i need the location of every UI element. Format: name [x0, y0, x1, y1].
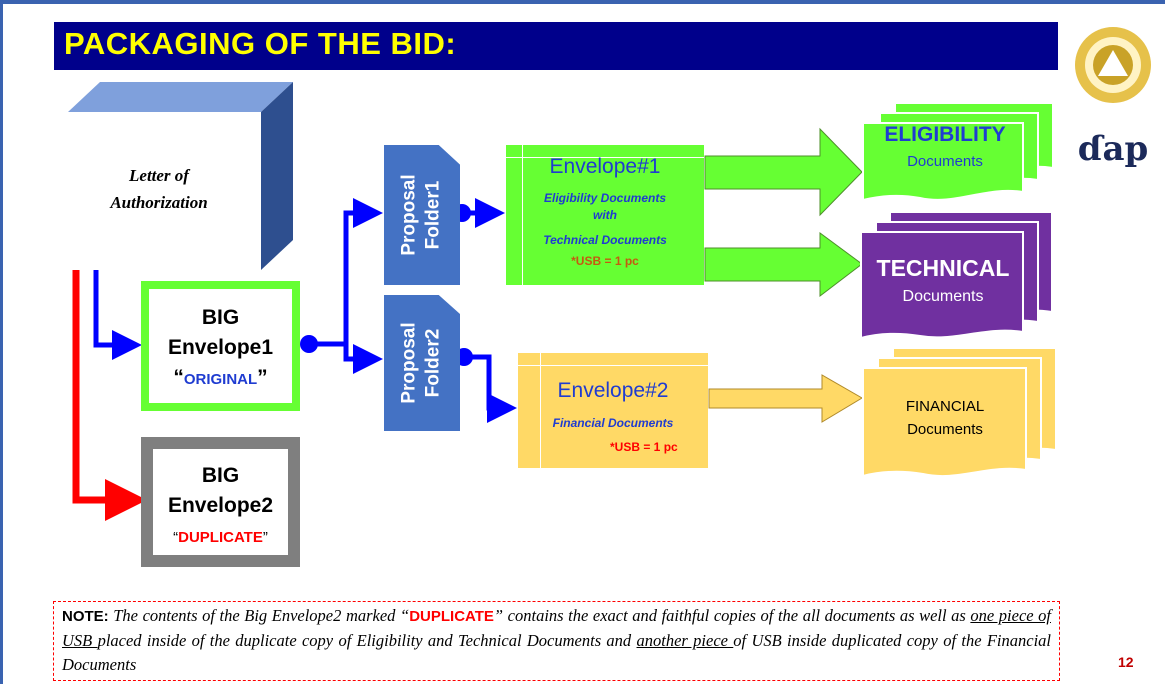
envelope1-sub1: Eligibility Documents [543, 191, 666, 205]
close-quote: ” [262, 529, 268, 546]
arrow-to-envelope2 [464, 354, 517, 423]
page-number: 12 [1118, 654, 1134, 670]
note-text-1: The contents of the Big Envelope2 marked… [108, 606, 410, 625]
financial-title: FINANCIAL [905, 398, 985, 415]
arrow-to-financial [708, 374, 863, 423]
folder1-line2: Folder1 [423, 180, 444, 250]
folder2-line2: Folder2 [423, 328, 444, 398]
letter-paper [88, 155, 232, 255]
financial-docs: FINANCIAL Documents [866, 398, 1024, 438]
big-envelope2-line1: BIG [201, 464, 240, 487]
eligibility-title: ELIGIBILITY [884, 123, 1006, 146]
envelope1: Envelope#1 Eligibility Documents with Te… [506, 145, 704, 285]
envelope2: Envelope#2 Financial Documents *USB = 1 … [518, 353, 708, 468]
envelope2-sub1: Financial Documents [552, 416, 674, 430]
financial-sub: Documents [907, 421, 983, 438]
note-duplicate: DUPLICATE [409, 608, 494, 625]
big-envelope2-line2: Envelope2 [167, 494, 274, 517]
big-envelope1-line2: Envelope1 [167, 336, 274, 359]
bid-box-title: BID BOX [124, 122, 205, 143]
arrow-to-technical [704, 232, 863, 298]
envelope2-flap-line [518, 365, 708, 366]
note-text-3: placed inside of the duplicate copy of E… [97, 631, 637, 650]
arrow-to-big-envelope2 [72, 270, 147, 521]
envelope2-title: Envelope#2 [557, 379, 669, 402]
envelope2-usb: *USB = 1 pc [610, 440, 678, 454]
logo-triangle-icon [1098, 50, 1128, 76]
envelope2-edge-line [540, 353, 541, 468]
letter-line1: Letter of [129, 166, 189, 185]
eligibility-docs: ELIGIBILITY Documents [870, 123, 1020, 170]
technical-title: TECHNICAL [876, 255, 1010, 281]
envelope1-usb: *USB = 1 pc [571, 254, 639, 268]
big-envelope1-line1: BIG [201, 306, 240, 329]
big-envelope1-text: BIG Envelope1 “ORIGINAL” [149, 303, 292, 395]
note-text-4: of USB inside duplicated copy of the Fin… [62, 631, 1051, 674]
eligibility-sub: Documents [907, 153, 983, 170]
open-quote: “ [173, 366, 184, 389]
slide-left-border [0, 0, 3, 684]
arrow-to-folder2 [343, 344, 383, 374]
note-box: NOTE: The contents of the Big Envelope2 … [53, 601, 1060, 681]
big-envelope2-text: BIG Envelope2 “DUPLICATE” [153, 461, 288, 553]
bid-box-top [68, 82, 293, 112]
close-quote: ” [257, 366, 268, 389]
note-underline-1: one piece of USB [62, 606, 1051, 650]
bid-box-side [261, 82, 293, 270]
original-tag: ORIGINAL [183, 371, 258, 388]
folder2-line1: Proposal [399, 322, 420, 404]
big-envelope2-tag-line: “DUPLICATE” [153, 521, 288, 553]
big-envelope2: BIG Envelope2 “DUPLICATE” [141, 437, 300, 567]
open-quote: “ [173, 529, 179, 546]
dap-logo: ɗap [1075, 27, 1151, 169]
envelope1-sub3: Technical Documents [543, 233, 667, 247]
eligibility-doc-front [862, 122, 1024, 202]
duplicate-tag: DUPLICATE [178, 529, 263, 546]
note-underline-2: another piece [636, 631, 734, 650]
envelope1-edge-line [522, 145, 523, 285]
big-envelope1-tag-line: “ORIGINAL” [149, 363, 292, 395]
note-head: NOTE: [62, 608, 109, 625]
envelope1-sub2: with [593, 208, 617, 222]
slide-top-border [0, 0, 1165, 4]
big-envelope1: BIG Envelope1 “ORIGINAL” [141, 281, 300, 411]
arrow-to-big-envelope1 [93, 270, 142, 360]
letter-of-authorization: Letter of Authorization [84, 162, 234, 216]
arrow-to-eligibility [704, 127, 863, 217]
financial-doc-front [862, 367, 1027, 478]
arrow-to-folder1 [309, 198, 383, 347]
envelope1-flap-line [506, 157, 704, 158]
technical-docs: TECHNICAL Documents [864, 255, 1022, 306]
folder1-line1: Proposal [399, 174, 420, 256]
title-bar [54, 22, 1058, 70]
envelope1-title: Envelope#1 [549, 155, 661, 178]
logo-text: ɗap [1078, 129, 1149, 169]
technical-doc-front [860, 231, 1024, 340]
slide-title: PACKAGING OF THE BID: [64, 26, 457, 61]
note-text-2: ” contains the exact and faithful copies… [493, 606, 971, 625]
technical-sub: Documents [902, 288, 984, 305]
letter-line2: Authorization [110, 193, 208, 212]
